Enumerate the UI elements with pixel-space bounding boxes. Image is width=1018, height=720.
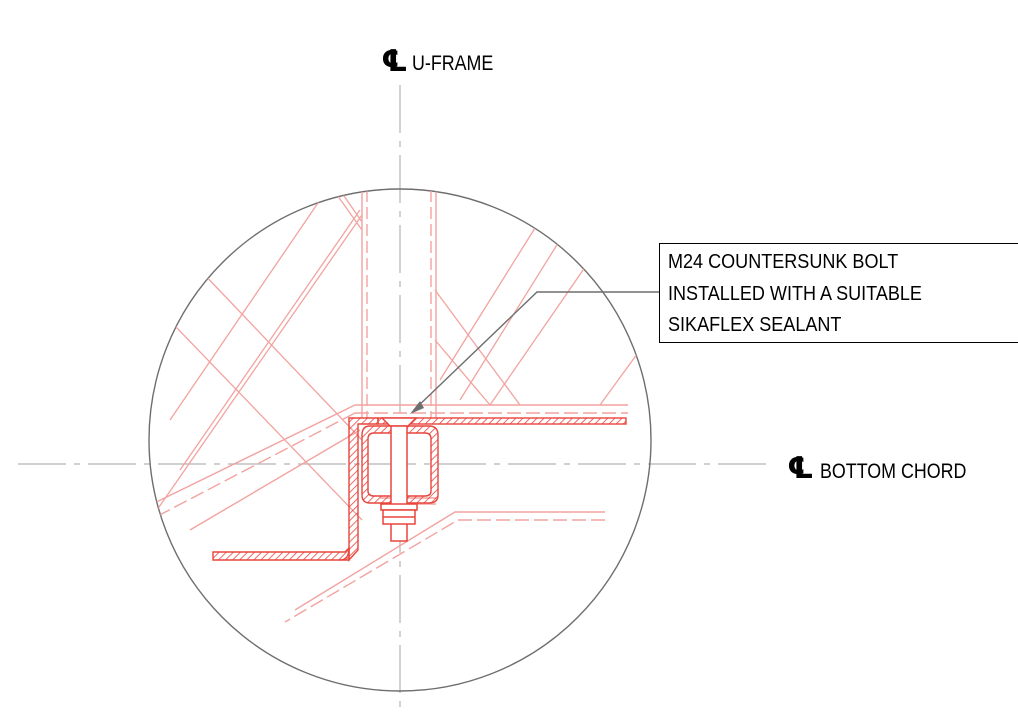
top-flange-lines — [149, 404, 628, 531]
centerline-symbol-bottom-chord: ℄ — [787, 451, 814, 486]
countersunk-bolt — [380, 417, 418, 542]
background-structure — [149, 189, 641, 623]
angle-vertical-leg — [348, 417, 379, 562]
angle-horizontal-leg — [212, 546, 350, 561]
callout-note-box: M24 COUNTERSUNK BOLT INSTALLED WITH A SU… — [659, 243, 1018, 343]
callout-line-1: M24 COUNTERSUNK BOLT — [668, 250, 899, 273]
callout-leader — [413, 291, 659, 411]
u-frame-label: U-FRAME — [412, 52, 494, 75]
centerline-symbol-u-frame: ℄ — [381, 44, 408, 79]
leader-arrowhead — [410, 401, 424, 414]
u-frame-member — [361, 189, 437, 418]
callout-line-2: INSTALLED WITH A SUITABLE — [668, 282, 922, 305]
callout-line-3: SIKAFLEX SEALANT — [668, 313, 842, 336]
bottom-chord-label: BOTTOM CHORD — [820, 460, 967, 483]
steel-sections — [212, 417, 627, 562]
bolt-washer — [380, 503, 418, 511]
left-bracing — [149, 189, 363, 521]
bolt-head — [380, 417, 418, 427]
channel-section — [361, 425, 439, 504]
detail-circle — [148, 188, 652, 692]
right-bracing — [434, 219, 641, 406]
